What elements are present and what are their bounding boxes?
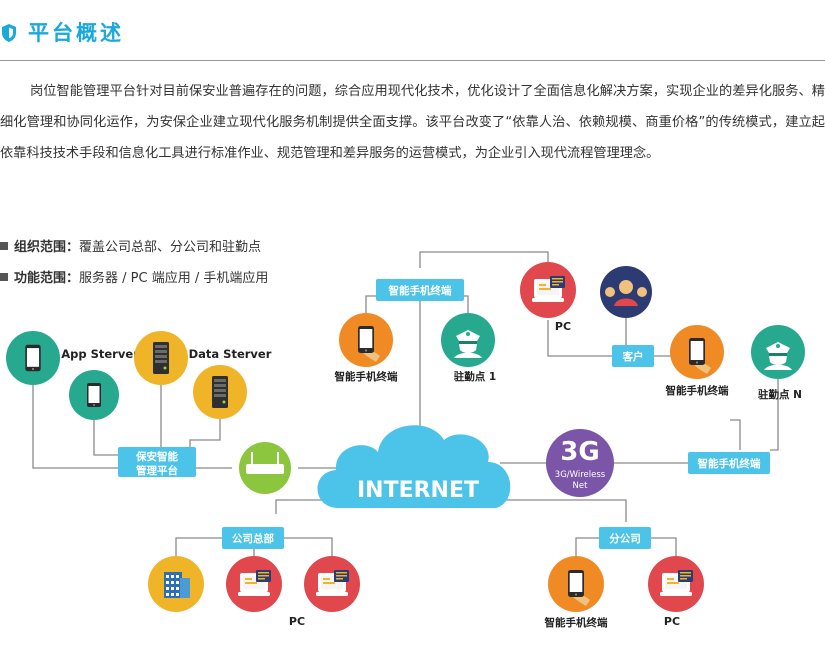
func-scope-value: 服务器 / PC 端应用 / 手机端应用 [79, 271, 269, 286]
line-data-server [189, 418, 221, 452]
top-pc-label: PC [555, 320, 571, 333]
line-right-mobile [730, 419, 741, 450]
hq-box-label: 公司总部 [232, 532, 274, 545]
app-server-label: App Sterver [61, 347, 139, 361]
app-server-phone-icon [6, 331, 60, 385]
hq-box: 公司总部 [222, 527, 284, 549]
shield-icon [2, 24, 16, 42]
customer-people-icon [600, 266, 652, 318]
line-app-server-left [32, 345, 118, 469]
right-mobile-box-label: 智能手机终端 [697, 457, 761, 470]
post-n-guard-icon [751, 325, 805, 379]
intro-paragraph: 岗位智能管理平台针对目前保安业普遍存在的问题，综合应用现代化技术，优化设计了全面… [0, 84, 825, 161]
org-scope-value: 覆盖公司总部、分公司和驻勤点 [79, 240, 262, 255]
data-server-icon [134, 331, 188, 385]
line-app-server-2 [93, 408, 118, 456]
line-branch-internet [500, 499, 627, 522]
internet-label: INTERNET [357, 478, 479, 503]
top-pc-icon [520, 262, 576, 318]
hq-pc-icon [226, 556, 282, 612]
right-mobile-phone-icon [670, 325, 724, 379]
top-mobile-label: 智能手机终端 [334, 370, 398, 383]
customer-box: 客户 [612, 345, 654, 367]
bullet-square-icon [0, 242, 8, 250]
line-branch-right [650, 537, 677, 560]
branch-pc-icon [648, 556, 704, 612]
hq-pc-label: PC [289, 615, 305, 628]
right-mobile-label: 智能手机终端 [665, 384, 729, 397]
bullet-square-icon [0, 273, 8, 281]
line-hq-right [284, 537, 333, 560]
post-n-label: 驻勤点 N [758, 388, 802, 401]
router-icon [239, 442, 291, 494]
line-hq-internet [275, 499, 336, 514]
platform-box-label-2: 管理平台 [136, 464, 178, 477]
header-divider [0, 60, 825, 61]
line-pc-customer [547, 320, 612, 357]
data-server-icon-2 [193, 365, 247, 419]
org-scope-label: 组织范围： [14, 240, 80, 255]
top-mobile-phone-icon [339, 313, 393, 367]
func-scope: 功能范围：服务器 / PC 端应用 / 手机端应用 [0, 267, 268, 286]
line-branch-left [575, 537, 600, 560]
section-header: 平台概述 [0, 0, 825, 61]
line-right-post [770, 378, 779, 451]
building-icon [148, 556, 204, 612]
top-mobile-box-label: 智能手机终端 [388, 284, 452, 297]
branch-mobile-phone-icon [548, 556, 604, 612]
3g-net-label: Net [573, 481, 589, 491]
branch-pc-label: PC [664, 615, 680, 628]
3g-wireless-label: 3G/Wireless [555, 470, 606, 480]
3g-big-label: 3G [560, 437, 599, 467]
post-1-label: 驻勤点 1 [454, 370, 496, 383]
section-title: 平台概述 [28, 21, 124, 45]
internet-cloud-icon: INTERNET [317, 425, 511, 508]
branch-box: 分公司 [599, 527, 651, 549]
branch-mobile-label: 智能手机终端 [544, 616, 608, 629]
branch-box-label: 分公司 [609, 532, 641, 545]
line-hq-left [175, 537, 222, 560]
org-scope: 组织范围：覆盖公司总部、分公司和驻勤点 [0, 236, 261, 255]
data-server-label: Data Sterver [189, 347, 272, 361]
post-1-guard-icon [441, 313, 495, 367]
func-scope-label: 功能范围： [14, 271, 80, 286]
top-mobile-box: 智能手机终端 [376, 279, 464, 301]
app-server-phone-icon-2 [69, 370, 119, 420]
hq-pc-icon-2 [304, 556, 360, 612]
line-top-pc [419, 251, 549, 268]
customer-box-label: 客户 [622, 350, 644, 363]
right-mobile-box: 智能手机终端 [688, 452, 770, 474]
platform-box-label: 保安智能 [135, 450, 178, 463]
